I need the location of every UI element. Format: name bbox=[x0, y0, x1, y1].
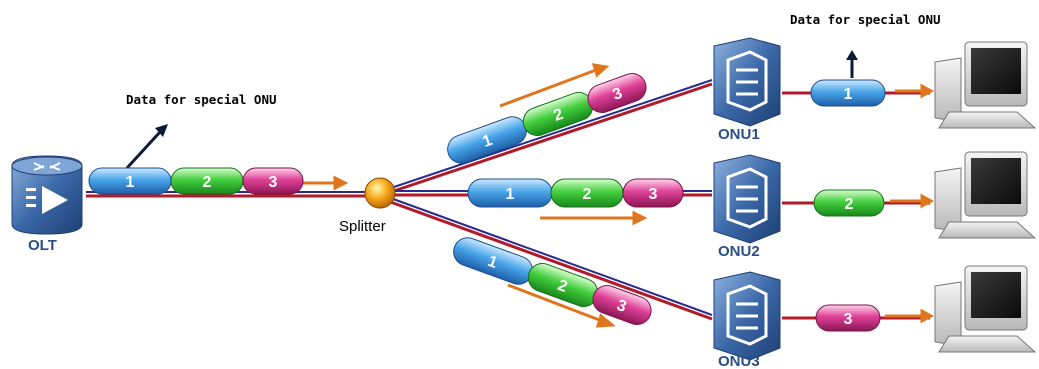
onu3-label: ONU3 bbox=[718, 353, 760, 369]
packet-1: 1 bbox=[447, 116, 527, 164]
special-onu-arrow-left bbox=[125, 124, 168, 170]
onu-port-icon bbox=[736, 302, 758, 330]
packet-1: 1 bbox=[467, 178, 553, 208]
packet-label: 2 bbox=[845, 196, 854, 213]
onu1-label: ONU1 bbox=[718, 126, 760, 143]
packet-1: 1 bbox=[88, 167, 172, 195]
onu3-out-packet: 3 bbox=[815, 304, 881, 332]
fiber-branch-1 bbox=[384, 79, 713, 196]
packet-label: 1 bbox=[844, 86, 853, 103]
annotation-right: Data for special ONU bbox=[790, 12, 941, 27]
onu3-device[interactable] bbox=[713, 271, 781, 361]
onu2-out-packet: 2 bbox=[813, 189, 885, 217]
packet-3: 3 bbox=[622, 178, 684, 208]
pc1-computer-icon bbox=[934, 41, 1037, 129]
packet-label: 3 bbox=[844, 311, 853, 328]
branch3-packets: 1 2 3 bbox=[453, 237, 652, 325]
packet-label: 1 bbox=[506, 186, 515, 203]
branch2-packets: 1 2 3 bbox=[467, 178, 684, 208]
packet-3: 3 bbox=[242, 167, 304, 195]
packet-label: 3 bbox=[649, 186, 658, 203]
onu1-out-packet: 1 bbox=[810, 79, 886, 107]
packet-label: 2 bbox=[203, 174, 212, 191]
arrow-head bbox=[333, 175, 349, 191]
pc3-computer-icon bbox=[934, 265, 1037, 353]
olt-stream-packets: 1 2 3 bbox=[88, 167, 304, 195]
packet-label: 1 bbox=[126, 174, 135, 191]
special-onu-arrow-right bbox=[846, 50, 858, 78]
router-arrows-icon bbox=[33, 162, 61, 171]
packet-3: 3 bbox=[587, 73, 647, 113]
packet-2: 2 bbox=[527, 262, 599, 308]
branch1-packets: 1 2 3 bbox=[447, 73, 647, 164]
play-icon bbox=[42, 186, 68, 214]
onu-port-icon bbox=[736, 185, 758, 213]
olt-device[interactable] bbox=[11, 155, 83, 235]
packet-3: 3 bbox=[592, 285, 652, 325]
onu1-device[interactable] bbox=[713, 37, 781, 127]
packet-2: 2 bbox=[550, 178, 624, 208]
onu2-label: ONU2 bbox=[718, 243, 760, 260]
annotation-left: Data for special ONU bbox=[126, 92, 277, 107]
onu-port-icon bbox=[736, 68, 758, 96]
onu2-device[interactable] bbox=[713, 154, 781, 244]
splitter-node[interactable] bbox=[364, 177, 396, 209]
direction-arrows bbox=[303, 63, 935, 328]
packet-label: 3 bbox=[269, 174, 278, 191]
olt-label: OLT bbox=[28, 237, 57, 254]
pc2-computer-icon bbox=[934, 151, 1037, 239]
packet-2: 2 bbox=[170, 167, 244, 195]
packet-1: 1 bbox=[453, 237, 533, 285]
splitter-label: Splitter bbox=[339, 218, 386, 235]
fiber-branch-3 bbox=[384, 195, 713, 321]
packet-label: 2 bbox=[583, 186, 592, 203]
